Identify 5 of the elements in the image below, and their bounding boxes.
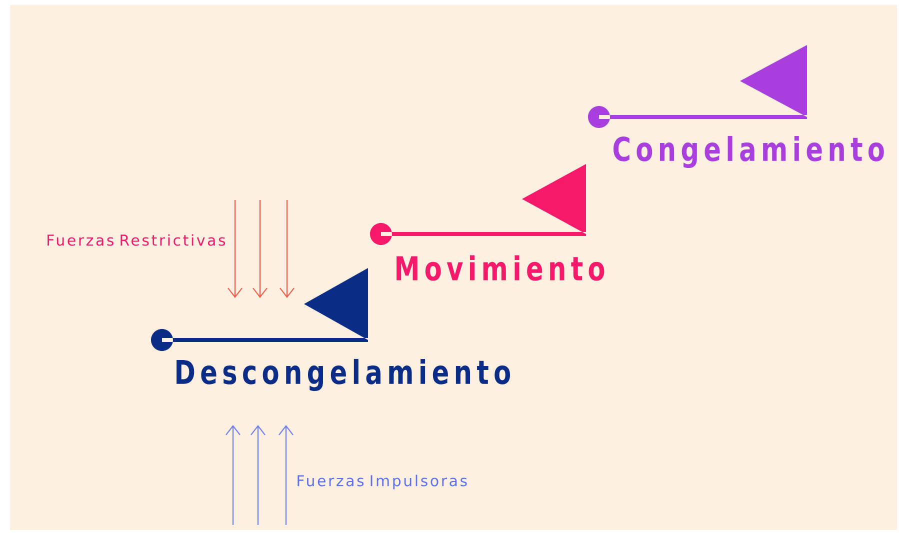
stage-label: Descongelamiento	[176, 358, 510, 392]
force-label: Fuerzas Restrictivas	[48, 234, 226, 246]
stage-label: Congelamiento	[613, 136, 884, 168]
force-label: Fuerzas Impulsoras	[298, 474, 467, 490]
stage-label: Movimiento	[396, 255, 604, 281]
